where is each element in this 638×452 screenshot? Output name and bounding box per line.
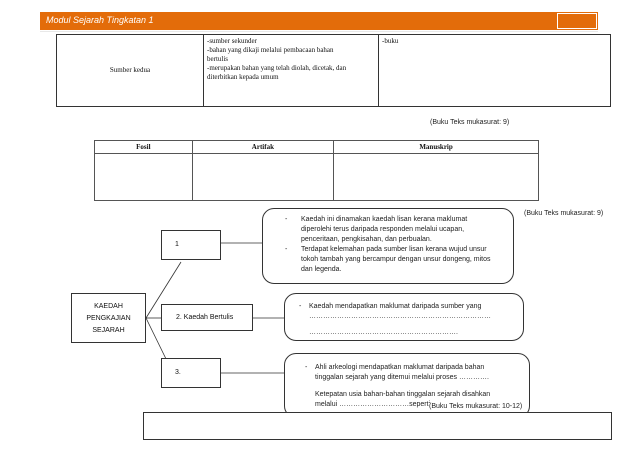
branch-1-label: 1 xyxy=(175,241,179,248)
root-line: SEJARAH xyxy=(92,327,125,334)
artifak-answer-cell[interactable] xyxy=(191,153,335,201)
source-table: Sumber kedua -sumber sekunder -bahan yan… xyxy=(56,34,611,107)
root-box: KAEDAH PENGKAJIAN SEJARAH xyxy=(71,293,146,343)
source-desc-line: bertulis xyxy=(207,55,228,63)
note-3-line-1: Ahli arkeologi mendapatkan maklumat dari… xyxy=(315,364,485,371)
module-title: Modul Sejarah Tingkatan 1 xyxy=(46,15,154,25)
answer-box[interactable] xyxy=(143,412,612,440)
note-2-text: Kaedah mendapatkan maklumat daripada sum… xyxy=(309,303,482,310)
source-desc-line: -sumber sekunder xyxy=(207,37,257,45)
note-2-blank-1[interactable]: …………………………………………………………………… xyxy=(309,313,491,320)
source-label-cell: Sumber kedua xyxy=(56,34,204,107)
branch-2-label: 2. Kaedah Bertulis xyxy=(176,314,234,321)
caption-page-9-second: (Buku Teks mukasurat: 9) xyxy=(524,210,604,217)
branch-2-box: 2. Kaedah Bertulis xyxy=(161,304,253,331)
manuskrip-answer-cell[interactable] xyxy=(333,153,539,201)
header-rule xyxy=(40,31,598,32)
connector-branch-1 xyxy=(145,261,182,319)
note-1-para-2: Terdapat kelemahan pada sumber lisan ker… xyxy=(301,246,491,273)
note-1-para-1: Kaedah ini dinamakan kaedah lisan kerana… xyxy=(301,216,468,243)
source-desc-line: diterbitkan kepada umum xyxy=(207,73,279,81)
branch-3-label: 3. xyxy=(175,369,181,376)
header-page-box xyxy=(557,13,597,29)
source-example: -buku xyxy=(382,37,399,45)
note-1-box: - Kaedah ini dinamakan kaedah lisan kera… xyxy=(262,208,514,284)
note-3-bullet: - xyxy=(305,364,308,371)
note-2-blank-2[interactable]: ………………………………………………………. xyxy=(309,329,458,336)
branch-3-box[interactable]: 3. xyxy=(161,358,221,388)
fosil-answer-cell[interactable] xyxy=(94,153,193,201)
root-line: PENGKAJIAN xyxy=(86,315,131,322)
note-2-bullet: - xyxy=(299,303,302,310)
source-desc-line: -merupakan bahan yang telah diolah, dice… xyxy=(207,64,347,72)
note-3-line-4: melalui …………………………seperti xyxy=(315,401,431,408)
artifact-table: Fosil Artifak Manuskrip xyxy=(94,140,539,201)
caption-page-10-12: (Buku Teks mukasurat: 10-12) xyxy=(429,403,523,410)
source-description-cell: -sumber sekunder -bahan yang dikaji mela… xyxy=(203,34,379,107)
source-example-cell: -buku xyxy=(378,34,611,107)
connector-branch-3 xyxy=(145,317,169,364)
note-3-line-3: Ketepatan usia bahan-bahan tinggalan sej… xyxy=(315,391,491,398)
note-2-box: - Kaedah mendapatkan maklumat daripada s… xyxy=(284,293,524,341)
header-bar: Modul Sejarah Tingkatan 1 xyxy=(40,12,598,30)
note-1-bullet-2: - xyxy=(285,246,288,253)
branch-1-box[interactable]: 1 xyxy=(161,230,221,260)
source-desc-line: -bahan yang dikaji melalui pembacaan bah… xyxy=(207,46,334,54)
note-3-line-2: tinggalan sejarah yang ditemui melalui p… xyxy=(315,374,489,381)
caption-page-9: (Buku Teks mukasurat: 9) xyxy=(430,119,510,126)
source-label: Sumber kedua xyxy=(109,66,151,74)
note-1-bullet-1: - xyxy=(285,216,288,223)
root-line: KAEDAH xyxy=(94,303,123,310)
